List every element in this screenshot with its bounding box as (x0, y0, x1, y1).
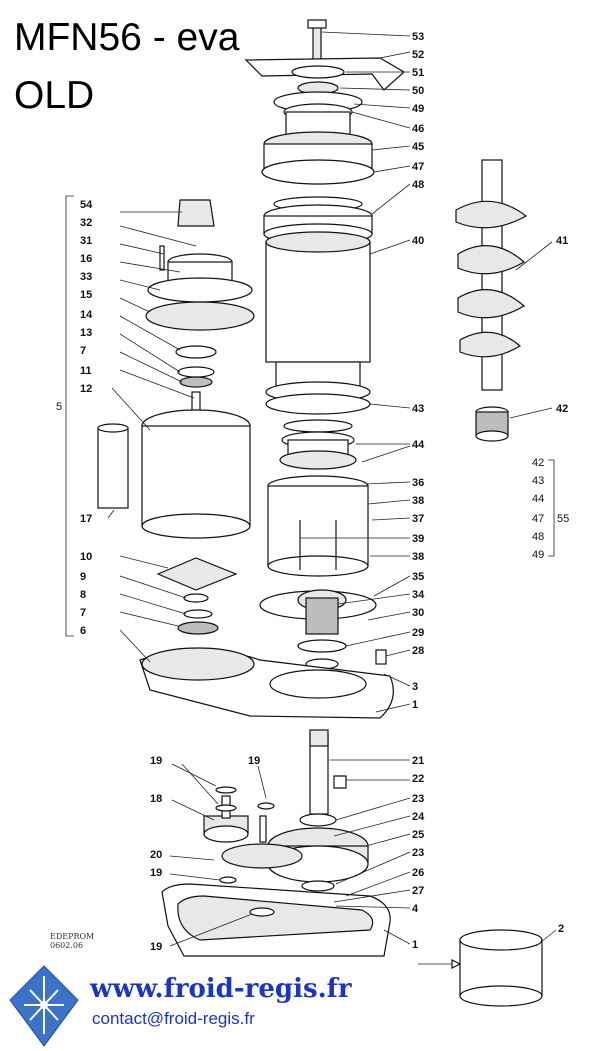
callout-42: 42 (556, 403, 568, 415)
callouts-lower: 19 19 18 20 19 19 21 22 23 24 25 23 26 2… (150, 755, 564, 953)
callout-4: 4 (412, 903, 419, 915)
leader-lines (65, 31, 557, 947)
callout-19a: 19 (150, 755, 162, 767)
callout-32: 32 (80, 217, 92, 229)
callout-8: 8 (80, 589, 86, 601)
callout-46: 46 (412, 123, 424, 135)
top-cover-assembly (244, 19, 406, 670)
callout-51: 51 (412, 67, 424, 79)
callout-23a: 23 (412, 793, 424, 805)
callout-23b: 23 (412, 847, 424, 859)
callout-48: 48 (412, 179, 424, 191)
snowflake-logo (9, 965, 79, 1047)
callout-45: 45 (412, 141, 424, 153)
callout-1a: 1 (412, 699, 418, 711)
callout-34: 34 (412, 589, 425, 601)
callout-7a: 7 (80, 345, 86, 357)
callout-41: 41 (556, 235, 568, 247)
callout-40: 40 (412, 235, 424, 247)
callouts-left: 54 32 31 16 33 15 14 13 7 11 12 5 17 10 … (56, 199, 93, 637)
motor-assembly (97, 199, 255, 635)
callout-28: 28 (412, 645, 424, 657)
callout-33: 33 (80, 271, 92, 283)
callout-50: 50 (412, 85, 424, 97)
callout-39: 39 (412, 533, 424, 545)
model-title: MFN56 - eva (14, 16, 240, 59)
callout-47: 47 (412, 161, 424, 173)
callout-21: 21 (412, 755, 424, 767)
callout-19b: 19 (248, 755, 260, 767)
callout-44: 44 (412, 439, 425, 451)
callout-27: 27 (412, 885, 424, 897)
callout-53: 53 (412, 31, 424, 43)
callout-16: 16 (80, 253, 92, 265)
callout-31: 31 (80, 235, 92, 247)
callout-12: 12 (80, 383, 92, 395)
callout-14: 14 (80, 309, 93, 321)
callout-15: 15 (80, 289, 92, 301)
callout-2: 2 (558, 923, 564, 935)
callout-7b: 7 (80, 607, 86, 619)
group-item-47: 47 (532, 513, 544, 525)
group-label-55: 55 (557, 513, 569, 525)
callout-17: 17 (80, 513, 92, 525)
callout-24: 24 (412, 811, 425, 823)
contact-email-link[interactable]: contact@froid-regis.fr (92, 1009, 255, 1028)
callout-1b: 1 (412, 939, 418, 951)
callout-38b: 38 (412, 551, 424, 563)
callout-25: 25 (412, 829, 424, 841)
callout-30: 30 (412, 607, 424, 619)
callout-18: 18 (150, 793, 162, 805)
group-item-44: 44 (532, 493, 544, 505)
model-subtitle: OLD (14, 74, 95, 117)
group-item-49: 49 (532, 549, 544, 561)
callout-13: 13 (80, 327, 92, 339)
callout-3: 3 (412, 681, 418, 693)
callout-37: 37 (412, 513, 424, 525)
callout-36: 36 (412, 477, 424, 489)
callout-54: 54 (80, 199, 93, 211)
stamp-code: 0602.06 (50, 941, 84, 951)
callout-19c: 19 (150, 867, 162, 879)
website-link[interactable]: www.froid-regis.fr (90, 974, 352, 1004)
callout-6: 6 (80, 625, 86, 637)
callouts-right: 53 52 51 50 49 46 45 47 48 40 41 42 43 4… (412, 31, 569, 711)
callout-11: 11 (80, 365, 92, 377)
callout-49: 49 (412, 103, 424, 115)
callout-43: 43 (412, 403, 424, 415)
callout-10: 10 (80, 551, 92, 563)
callout-20: 20 (150, 849, 162, 861)
callout-22: 22 (412, 773, 424, 785)
stamp-brand: EDEPROM (50, 932, 95, 941)
callout-38a: 38 (412, 495, 424, 507)
publisher-stamp: EDEPROM 0602.06 (50, 932, 94, 950)
gearbox-cover (139, 647, 394, 719)
callout-52: 52 (412, 49, 424, 61)
callout-29: 29 (412, 627, 424, 639)
group-item-43: 43 (532, 475, 544, 487)
gearbox-lower (161, 729, 391, 957)
group-item-48: 48 (532, 531, 544, 543)
group-item-42: 42 (532, 457, 544, 469)
callout-19d: 19 (150, 941, 162, 953)
callout-9: 9 (80, 571, 86, 583)
auger-part (455, 159, 528, 442)
capacitor-part (418, 929, 543, 1007)
callout-35: 35 (412, 571, 424, 583)
callout-26: 26 (412, 867, 424, 879)
callout-5: 5 (56, 401, 62, 413)
